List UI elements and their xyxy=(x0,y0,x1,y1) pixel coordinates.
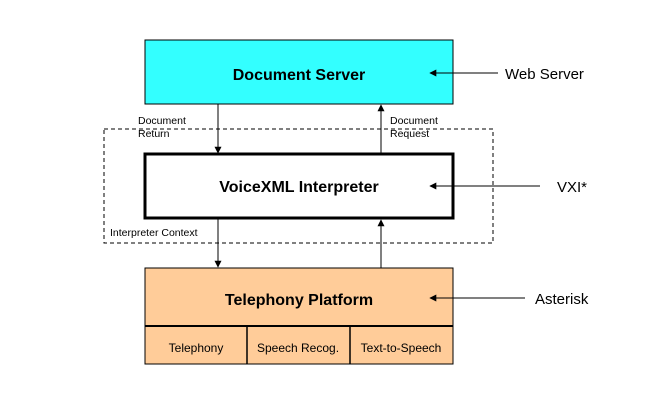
sub-component-telephony: Telephony xyxy=(169,341,224,355)
document-request-label-line2: Request xyxy=(390,128,429,140)
voicexml-interpreter-box xyxy=(143,152,455,220)
document-server-title: Document Server xyxy=(233,67,366,84)
voicexml-interpreter-title: VoiceXML Interpreter xyxy=(219,179,378,196)
telephony-platform-box xyxy=(144,267,454,365)
web-server-label: Web Server xyxy=(505,66,584,83)
sub-component-text-to-speech: Text-to-Speech xyxy=(361,341,442,355)
sub-component-speech-recog: Speech Recog. xyxy=(257,341,339,355)
interpreter-context-region xyxy=(103,128,494,244)
document-return-label-line1: Document xyxy=(138,115,186,127)
document-request-label-line1: Document xyxy=(390,115,438,127)
document-server-box xyxy=(144,39,454,105)
vxi-label: VXI* xyxy=(557,179,587,196)
telephony-platform-title: Telephony Platform xyxy=(225,292,373,309)
interpreter-context-label: Interpreter Context xyxy=(110,227,198,239)
asterisk-label: Asterisk xyxy=(535,291,589,308)
document-return-label-line2: Return xyxy=(138,128,170,140)
